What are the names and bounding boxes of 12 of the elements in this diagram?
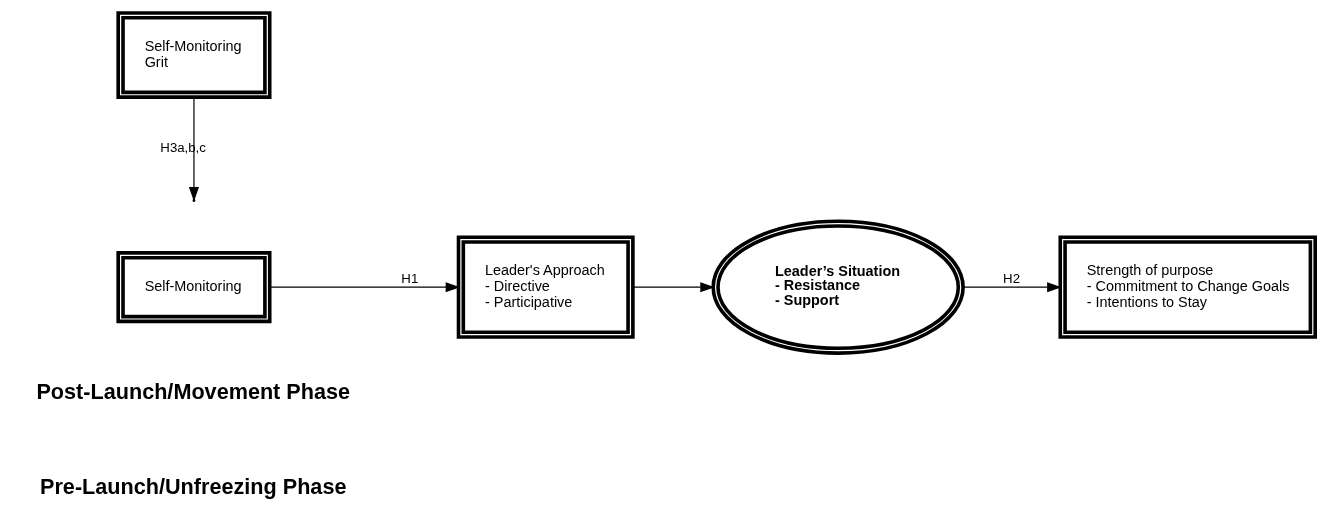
edge-label: H1: [400, 271, 418, 287]
node-box: Leader's Approach - Directive - Participative: [456, 235, 635, 339]
edge-label: H2: [1002, 271, 1020, 287]
arrow: [269, 282, 460, 293]
node-ellipse: Leader’s Situation - Resistance - Support: [710, 219, 965, 355]
node-box: Self-Monitoring: [115, 251, 272, 324]
label: Pre-Launch/Unfreezing Phase: [39, 474, 346, 500]
label: Post-Launch/Movement Phase: [35, 379, 350, 405]
node-box: Strength of purpose - Commitment to Change Goals - Intentions to Stay: [1057, 235, 1317, 339]
arrow: [632, 282, 715, 293]
node-box: Self-Monitoring Grit: [115, 11, 272, 99]
arrow: [962, 282, 1062, 293]
